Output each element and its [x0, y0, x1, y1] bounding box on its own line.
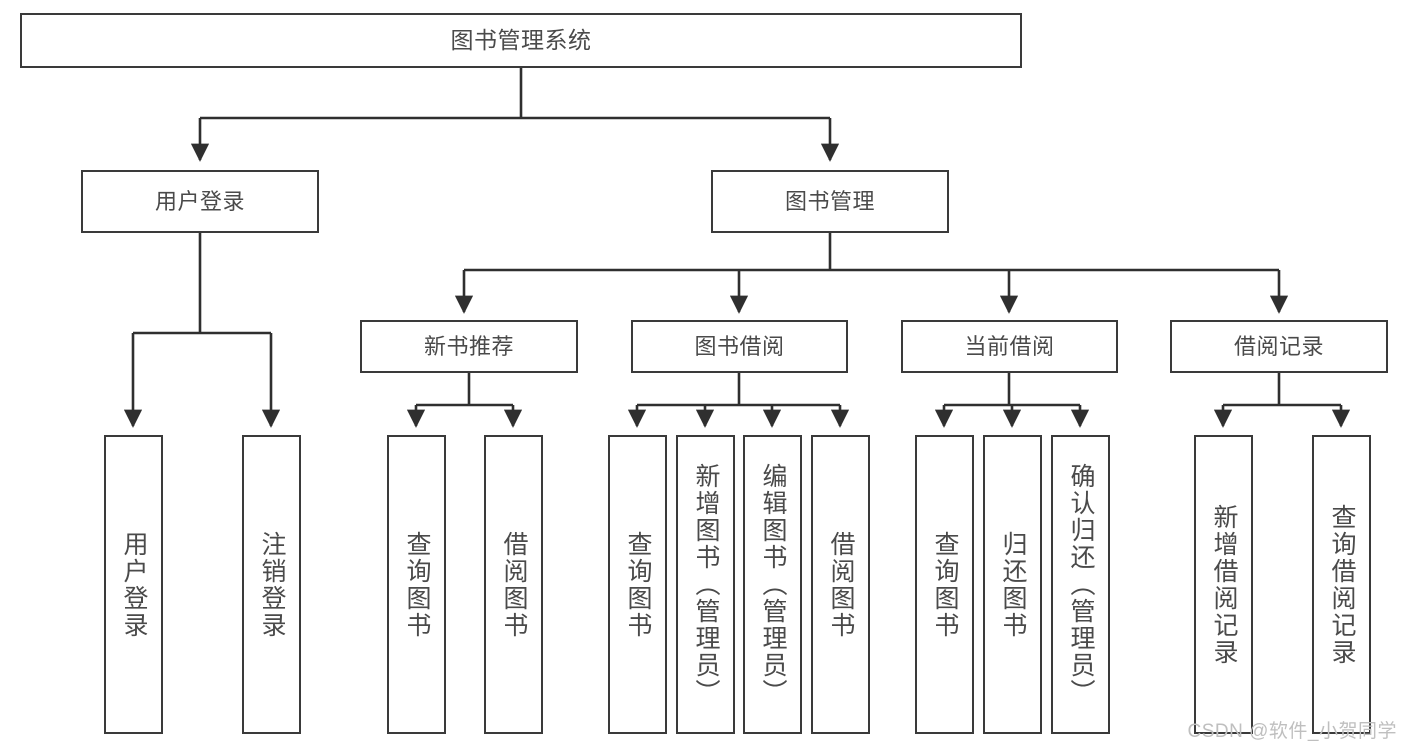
node-root[interactable]: 图书管理系统 [20, 13, 1022, 68]
node-leaf-logout-login[interactable]: 注销登录 [242, 435, 301, 734]
node-book-manage[interactable]: 图书管理 [711, 170, 949, 233]
node-leaf-query-record[interactable]: 查询借阅记录 [1312, 435, 1371, 734]
node-leaf-user-login[interactable]: 用户登录 [104, 435, 163, 734]
node-current-borrow-label: 当前借阅 [964, 333, 1055, 359]
node-leaf-return-book[interactable]: 归还图书 [983, 435, 1042, 734]
node-leaf-confirm-return-label: 确认归还（管理员） [1067, 463, 1095, 706]
node-leaf-query-record-label: 查询借阅记录 [1328, 503, 1356, 666]
node-current-borrow[interactable]: 当前借阅 [901, 320, 1118, 373]
node-book-borrow-label: 图书借阅 [694, 333, 785, 359]
node-new-book-recommend-label: 新书推荐 [423, 333, 514, 359]
node-leaf-edit-book-label: 编辑图书（管理员） [759, 463, 787, 706]
node-leaf-borrow-book-2[interactable]: 借阅图书 [811, 435, 870, 734]
node-leaf-query-book-2-label: 查询图书 [624, 530, 652, 639]
node-leaf-borrow-book-1-label: 借阅图书 [500, 530, 528, 639]
node-user-login[interactable]: 用户登录 [81, 170, 319, 233]
node-leaf-query-book-1[interactable]: 查询图书 [387, 435, 446, 734]
node-leaf-user-login-label: 用户登录 [120, 530, 148, 639]
node-leaf-add-book[interactable]: 新增图书（管理员） [676, 435, 735, 734]
node-leaf-add-record[interactable]: 新增借阅记录 [1194, 435, 1253, 734]
watermark: CSDN @软件_小贺同学 [1187, 721, 1397, 742]
node-leaf-query-book-2[interactable]: 查询图书 [608, 435, 667, 734]
node-leaf-add-book-label: 新增图书（管理员） [692, 463, 720, 706]
node-borrow-record[interactable]: 借阅记录 [1170, 320, 1388, 373]
node-root-label: 图书管理系统 [450, 26, 592, 53]
node-borrow-record-label: 借阅记录 [1233, 333, 1324, 359]
node-leaf-query-book-3[interactable]: 查询图书 [915, 435, 974, 734]
node-leaf-borrow-book-1[interactable]: 借阅图书 [484, 435, 543, 734]
node-book-borrow[interactable]: 图书借阅 [631, 320, 848, 373]
node-leaf-query-book-1-label: 查询图书 [403, 530, 431, 639]
node-leaf-add-record-label: 新增借阅记录 [1210, 503, 1238, 666]
node-user-login-label: 用户登录 [154, 188, 245, 214]
node-leaf-logout-login-label: 注销登录 [258, 530, 286, 639]
node-leaf-confirm-return[interactable]: 确认归还（管理员） [1051, 435, 1110, 734]
node-leaf-edit-book[interactable]: 编辑图书（管理员） [743, 435, 802, 734]
node-leaf-return-book-label: 归还图书 [999, 530, 1027, 639]
node-leaf-borrow-book-2-label: 借阅图书 [827, 530, 855, 639]
node-leaf-query-book-3-label: 查询图书 [931, 530, 959, 639]
node-book-manage-label: 图书管理 [784, 188, 875, 214]
node-new-book-recommend[interactable]: 新书推荐 [360, 320, 578, 373]
